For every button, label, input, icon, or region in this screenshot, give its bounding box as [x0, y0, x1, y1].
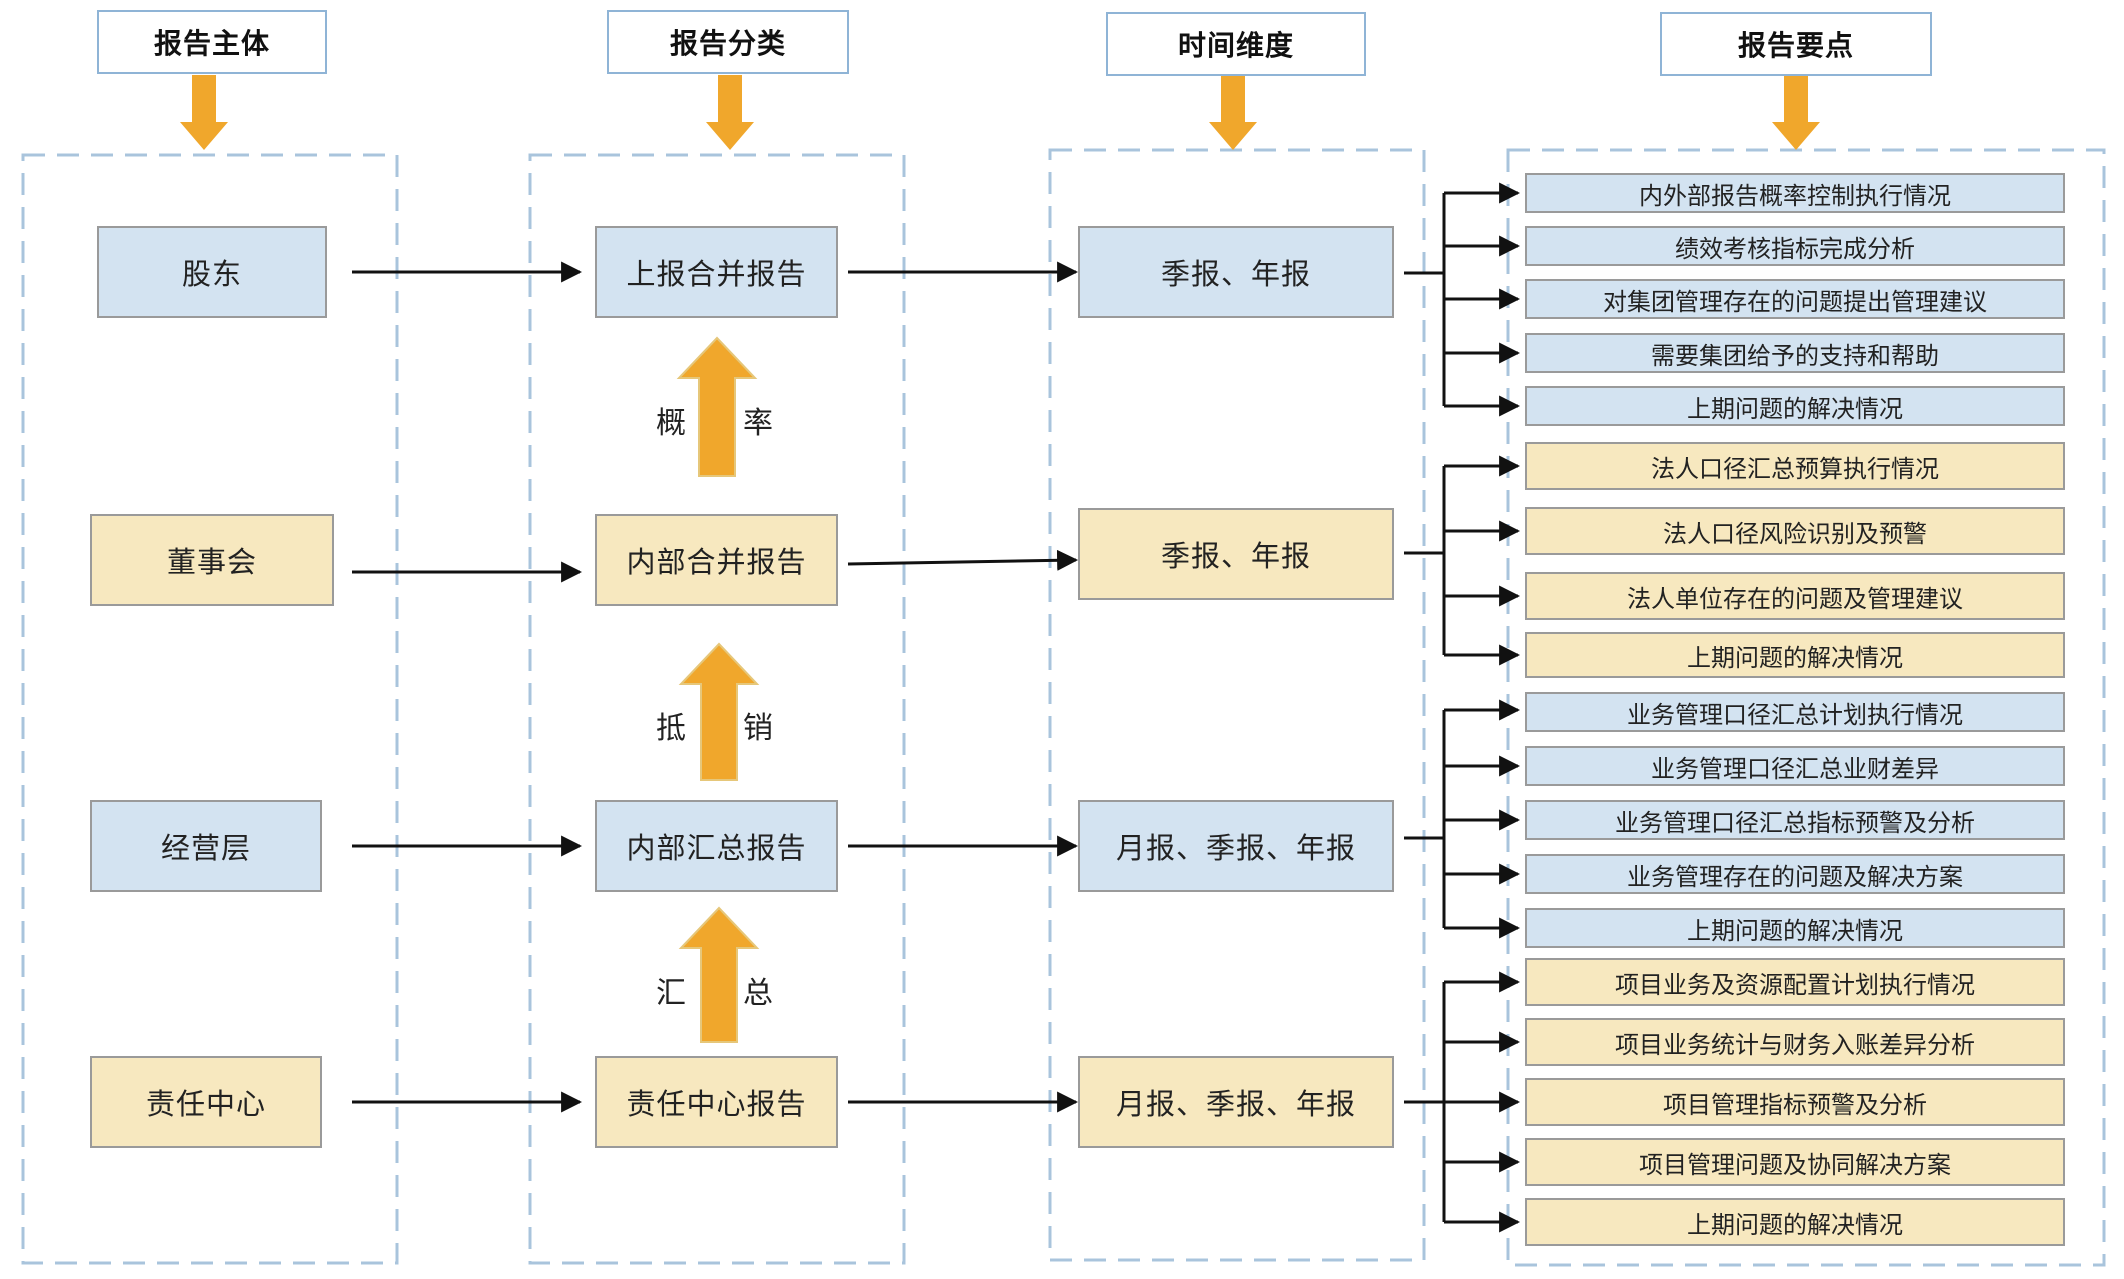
time-column-region — [1048, 148, 1426, 1262]
point-3-5: 上期问题的解决情况 — [1525, 908, 2065, 948]
point-4-4: 项目管理问题及协同解决方案 — [1525, 1138, 2065, 1186]
header-down-arrow-category — [706, 75, 754, 150]
arrow-report-period-2 — [847, 549, 1079, 571]
process-label-left-2: 抵 — [656, 711, 686, 746]
subject-shareholders: 股东 — [97, 226, 327, 318]
subject-responsibility-center: 责任中心 — [90, 1056, 322, 1148]
period-box-3: 月报、季报、年报 — [1078, 800, 1394, 892]
period-box-1: 季报、年报 — [1078, 226, 1394, 318]
point-3-3: 业务管理口径汇总指标预警及分析 — [1525, 800, 2065, 840]
report-upward-consolidated: 上报合并报告 — [595, 226, 838, 318]
report-responsibility-center: 责任中心报告 — [595, 1056, 838, 1148]
period-box-4: 月报、季报、年报 — [1078, 1056, 1394, 1148]
process-label-right-3: 总 — [743, 976, 773, 1011]
process-label-left-3: 汇 — [656, 976, 686, 1011]
header-time-dimension: 时间维度 — [1106, 12, 1366, 76]
process-up-arrow-2 — [678, 642, 760, 781]
subject-column-region — [21, 153, 399, 1265]
point-2-1: 法人口径汇总预算执行情况 — [1525, 442, 2065, 490]
header-down-arrow-points — [1772, 75, 1820, 150]
header-report-key-points: 报告要点 — [1660, 12, 1932, 76]
report-internal-summary: 内部汇总报告 — [595, 800, 838, 892]
point-3-4: 业务管理存在的问题及解决方案 — [1525, 854, 2065, 894]
process-up-arrow-3 — [678, 906, 760, 1043]
subject-board: 董事会 — [90, 514, 334, 606]
point-4-2: 项目业务统计与财务入账差异分析 — [1525, 1018, 2065, 1066]
process-label-right-1: 率 — [743, 406, 773, 441]
point-1-4: 需要集团给予的支持和帮助 — [1525, 333, 2065, 373]
point-3-1: 业务管理口径汇总计划执行情况 — [1525, 692, 2065, 732]
report-internal-consolidated: 内部合并报告 — [595, 514, 838, 606]
subject-management: 经营层 — [90, 800, 322, 892]
point-1-2: 绩效考核指标完成分析 — [1525, 226, 2065, 266]
point-1-5: 上期问题的解决情况 — [1525, 386, 2065, 426]
header-down-arrow-subject — [180, 75, 228, 150]
period-box-2: 季报、年报 — [1078, 508, 1394, 600]
point-2-4: 上期问题的解决情况 — [1525, 632, 2065, 678]
point-4-3: 项目管理指标预警及分析 — [1525, 1078, 2065, 1126]
point-4-1: 项目业务及资源配置计划执行情况 — [1525, 958, 2065, 1006]
header-report-subject: 报告主体 — [97, 10, 327, 74]
point-1-1: 内外部报告概率控制执行情况 — [1525, 173, 2065, 213]
process-label-right-2: 销 — [743, 711, 773, 746]
point-1-3: 对集团管理存在的问题提出管理建议 — [1525, 279, 2065, 319]
point-4-5: 上期问题的解决情况 — [1525, 1198, 2065, 1246]
process-label-left-1: 概 — [656, 406, 686, 441]
point-2-3: 法人单位存在的问题及管理建议 — [1525, 572, 2065, 620]
point-2-2: 法人口径风险识别及预警 — [1525, 507, 2065, 555]
category-column-region — [528, 153, 906, 1265]
header-down-arrow-time — [1209, 75, 1257, 150]
process-up-arrow-1 — [676, 336, 758, 477]
point-3-2: 业务管理口径汇总业财差异 — [1525, 746, 2065, 786]
header-report-category: 报告分类 — [607, 10, 849, 74]
